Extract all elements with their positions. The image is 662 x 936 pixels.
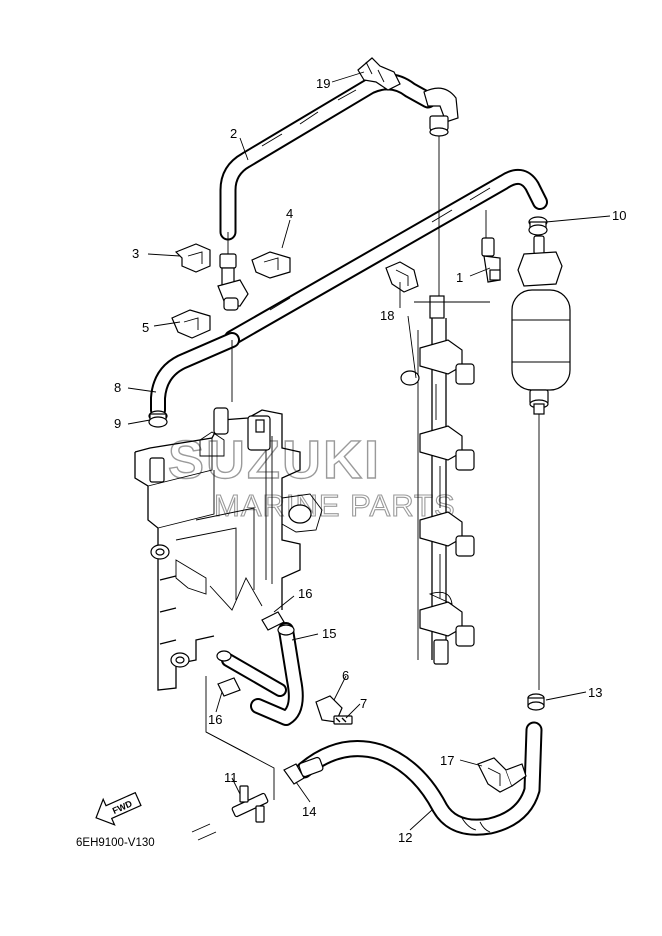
- callout-13: 13: [588, 685, 602, 700]
- injector-1: [400, 339, 475, 386]
- fuel-filter: [511, 216, 571, 415]
- watermark-line2: MARINE PARTS: [214, 488, 456, 523]
- clip-17: [477, 757, 527, 793]
- callout-14: 14: [302, 804, 316, 819]
- callout-7: 7: [360, 696, 367, 711]
- forward-arrow: FWD: [95, 791, 142, 826]
- callout-12: 12: [398, 830, 412, 845]
- callout-16-lower: 16: [208, 712, 222, 727]
- callout-1: 1: [456, 270, 463, 285]
- hose-2: [219, 73, 437, 241]
- callout-17: 17: [440, 753, 454, 768]
- clamp-9: [148, 410, 168, 428]
- watermark: SUZUKI MARINE PARTS: [167, 429, 456, 523]
- callout-15: 15: [322, 626, 336, 641]
- hose-short-lower: [216, 650, 287, 697]
- leader-lines: [127, 71, 611, 831]
- engine-block: [134, 407, 323, 691]
- callout-19: 19: [316, 76, 330, 91]
- callout-11: 11: [224, 770, 238, 785]
- hose-12: [295, 721, 543, 836]
- clip-4: [251, 251, 291, 279]
- injector-4: [419, 601, 475, 665]
- assembly-lines: [205, 136, 540, 800]
- callout-10: 10: [612, 208, 626, 223]
- clamp-16-upper: [261, 611, 285, 631]
- callout-3: 3: [132, 246, 139, 261]
- diagram-code: 6EH9100-V130: [76, 837, 155, 849]
- hose-8: [150, 332, 240, 418]
- callout-8: 8: [114, 380, 121, 395]
- hose-long-diagonal: [224, 168, 548, 346]
- callout-4: 4: [286, 206, 293, 221]
- watermark-line1: SUZUKI: [168, 430, 381, 490]
- injector-3: [419, 511, 475, 557]
- clip-18: [385, 261, 419, 293]
- callouts: 19 2 4 3 5 8 9 10 1 18 16 15 6 7 13 16 1…: [114, 76, 626, 845]
- clamp-13: [527, 693, 545, 711]
- callout-5: 5: [142, 320, 149, 335]
- hose-15: [250, 622, 304, 726]
- callout-9: 9: [114, 416, 121, 431]
- fuel-rail: [400, 295, 475, 665]
- elbow-fitting-19: [423, 87, 459, 137]
- callout-18: 18: [380, 308, 394, 323]
- joint-fitting: [217, 253, 249, 311]
- joint-1: [481, 237, 501, 283]
- injector-2: [419, 425, 475, 471]
- clip-14: [283, 763, 305, 785]
- callout-16-upper: 16: [298, 586, 312, 601]
- clip-3: [174, 243, 211, 273]
- clip-5: [171, 309, 211, 339]
- callout-2: 2: [230, 126, 237, 141]
- clip-19: [357, 57, 401, 91]
- bolt-7: [333, 715, 353, 725]
- callout-6: 6: [342, 668, 349, 683]
- joint-11: [191, 785, 269, 841]
